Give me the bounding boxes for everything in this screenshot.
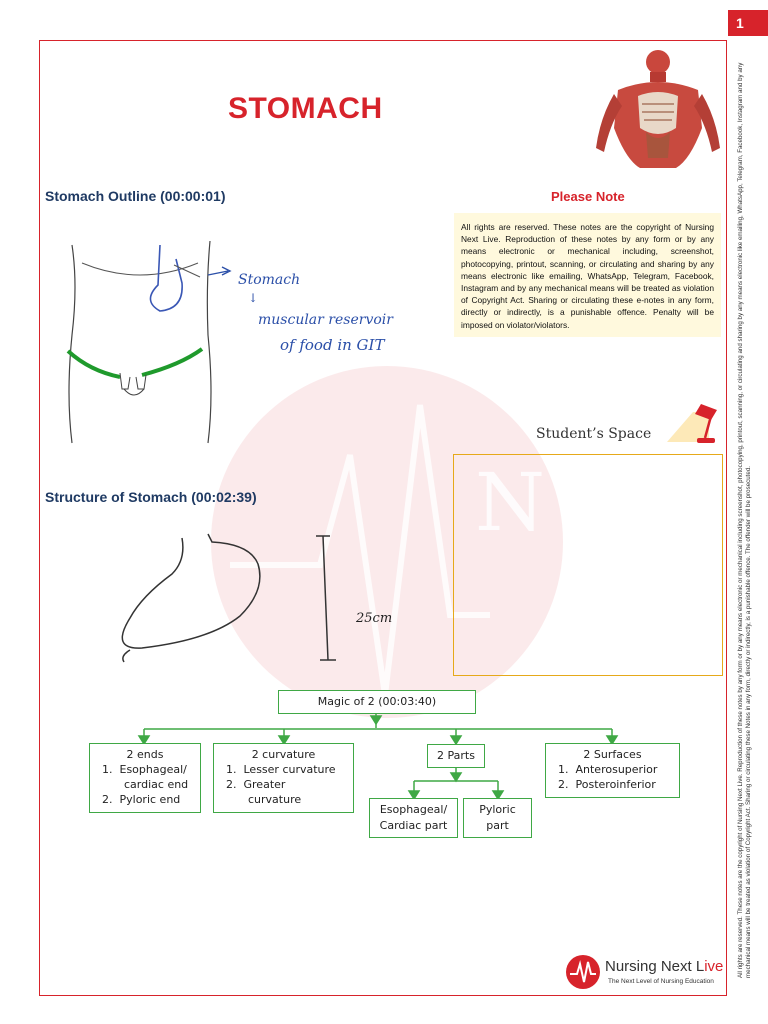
outline-note-food: of food in GIT (280, 336, 385, 354)
ends-item2-num: 2. (102, 793, 113, 806)
parts-child2-line2: part (486, 819, 509, 832)
surfaces-item1-num: 1. (558, 763, 569, 776)
parts-child-cardiac-box: Esophageal/ Cardiac part (369, 798, 458, 838)
anatomy-figure-icon (596, 50, 720, 168)
student-space-box[interactable] (453, 454, 723, 676)
ends-item2: Pyloric end (119, 793, 181, 806)
measurement-label: 25cm (355, 611, 392, 626)
stomach-outline-sketch (66, 240, 232, 444)
ends-box: 2 ends 1. Esophageal/ cardiac end 2. Pyl… (89, 743, 201, 813)
surfaces-item1: Anterosuperior (575, 763, 658, 776)
side-copyright-text: All rights are reserved. These notes are… (737, 62, 752, 978)
notice-title: Please Note (551, 189, 625, 204)
parts-child2-line1: Pyloric (479, 803, 516, 816)
structure-heading: Structure of Stomach (00:02:39) (45, 489, 257, 505)
curvature-item2-cont: curvature (248, 793, 302, 806)
surfaces-item2-num: 2. (558, 778, 569, 791)
page-number: 1 (728, 10, 768, 36)
outline-handwritten-notes: Stomach ↓ muscular reservoir of food in … (238, 272, 394, 354)
stomach-structure-sketch: 25cm (121, 533, 392, 663)
parts-child1-line2: Cardiac part (379, 819, 448, 832)
brand-name: Nursing Next Live (605, 958, 724, 975)
curvature-box: 2 curvature 1. Lesser curvature 2. Great… (213, 743, 354, 813)
curvature-item2-num: 2. (226, 778, 237, 791)
curvature-item1: Lesser curvature (243, 763, 336, 776)
svg-text:↓: ↓ (248, 291, 258, 305)
curvature-item1-num: 1. (226, 763, 237, 776)
outline-heading: Stomach Outline (00:00:01) (45, 188, 226, 204)
parts-child-pyloric-box: Pyloric part (463, 798, 532, 838)
svg-text:N: N (475, 456, 545, 549)
page-frame (39, 40, 727, 996)
ends-item1: Esophageal/ (119, 763, 187, 776)
surfaces-box: 2 Surfaces 1. Anterosuperior 2. Posteroi… (545, 743, 680, 798)
desk-lamp-icon (667, 404, 717, 443)
parts-child1-line1: Esophageal/ (379, 803, 448, 816)
outline-note-stomach: Stomach (238, 272, 300, 288)
brand-logo: Nursing Next Live The Next Level of Nurs… (565, 953, 730, 991)
curvature-item2: Greater (243, 778, 286, 791)
brand-logo-icon (566, 955, 600, 989)
side-copyright-strip: All rights are reserved. These notes are… (731, 40, 759, 996)
outline-note-reservoir: muscular reservoir (258, 312, 394, 328)
diagram-root-box: Magic of 2 (00:03:40) (278, 690, 476, 714)
student-space-label: Student’s Space (536, 426, 652, 442)
notice-body: All rights are reserved. These notes are… (454, 213, 721, 337)
parts-box: 2 Parts (427, 744, 485, 768)
ends-item1-num: 1. (102, 763, 113, 776)
page-title: STOMACH (228, 92, 383, 125)
surfaces-item2: Posteroinferior (575, 778, 656, 791)
ends-item1-cont: cardiac end (124, 778, 189, 791)
ends-title: 2 ends (126, 748, 164, 761)
surfaces-title: 2 Surfaces (583, 748, 642, 761)
curvature-title: 2 curvature (251, 748, 316, 761)
brand-tagline: The Next Level of Nursing Education (608, 978, 714, 985)
